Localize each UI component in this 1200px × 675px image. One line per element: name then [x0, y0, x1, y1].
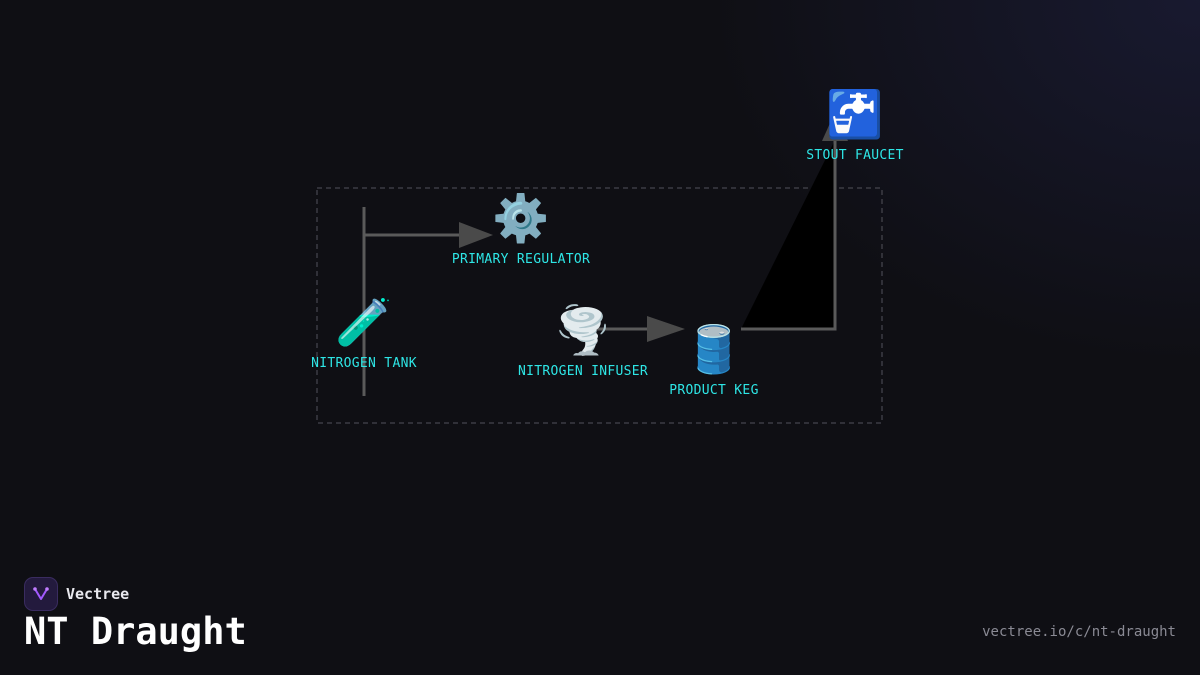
oil-drum-icon: 🛢️ [685, 322, 743, 376]
brand-name: Vectree [66, 585, 130, 603]
node-label: NITROGEN INFUSER [517, 364, 649, 379]
node-primary-regulator[interactable]: ⚙️ PRIMARY REGULATOR [446, 190, 596, 267]
brand: Vectree [24, 577, 129, 611]
page-url[interactable]: vectree.io/c/nt-draught [982, 624, 1176, 640]
arrowhead-regulator [459, 222, 493, 248]
group-boundary [316, 187, 883, 424]
node-label: NITROGEN TANK [311, 356, 417, 371]
node-label: STOUT FAUCET [806, 148, 904, 163]
arrowhead-keg [647, 316, 685, 342]
node-product-keg[interactable]: 🛢️ PRODUCT KEG [654, 321, 774, 398]
arrowhead-faucet [822, 112, 848, 141]
node-stout-faucet[interactable]: 🚰 STOUT FAUCET [795, 86, 915, 163]
node-nitrogen-tank[interactable]: 🧪 NITROGEN TANK [304, 294, 424, 371]
tornado-icon: 🌪️ [554, 303, 612, 357]
node-nitrogen-infuser[interactable]: 🌪️ NITROGEN INFUSER [508, 302, 658, 379]
page-title: NT Draught [24, 610, 247, 653]
edge-keg-faucet-fill [741, 140, 835, 329]
edge-keg-faucet [741, 140, 837, 331]
vectree-logo-icon [24, 577, 58, 611]
node-label: PRODUCT KEG [669, 383, 759, 398]
potable-water-icon: 🚰 [826, 87, 884, 141]
test-tube-icon: 🧪 [335, 295, 393, 349]
node-label: PRIMARY REGULATOR [451, 252, 591, 267]
gear-icon: ⚙️ [492, 191, 550, 245]
